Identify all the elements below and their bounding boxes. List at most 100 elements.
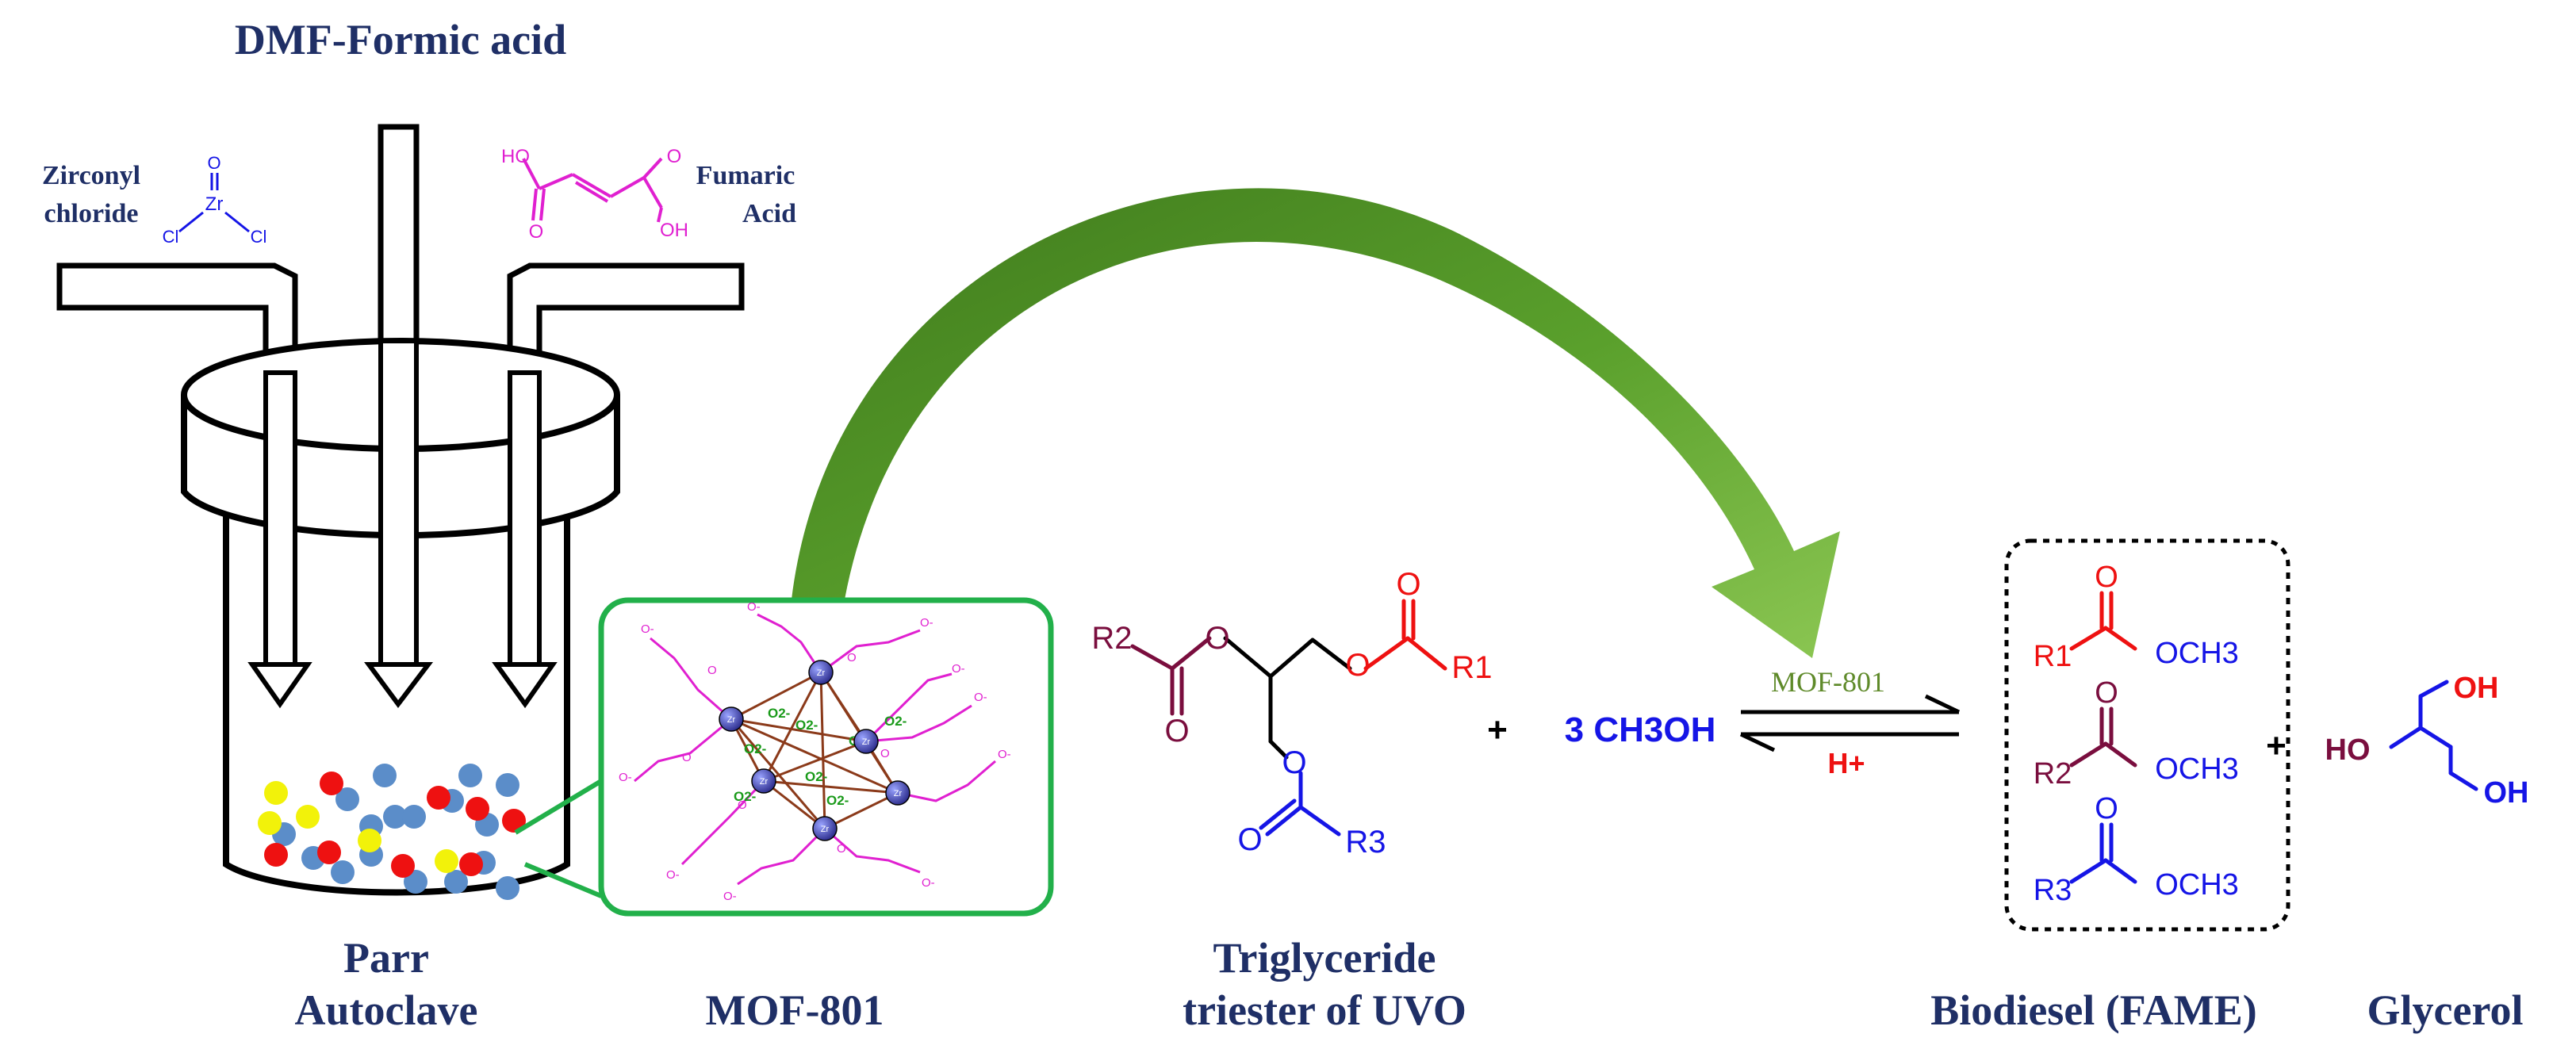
fumaric-acid-structure (522, 157, 663, 223)
dmf-formic-acid-title: DMF-Formic acid (235, 16, 566, 63)
zirconyl-chloride-group: Zirconyl chloride O Zr Cl Cl (42, 153, 266, 247)
fame1-och3: OCH3 (2155, 637, 2239, 670)
zoom-line-top (514, 779, 603, 835)
zr-atom (808, 660, 834, 685)
carboxylate-o: O- (922, 876, 935, 890)
particle-blue (496, 773, 519, 797)
biodiesel-label: Biodiesel (FAME) (1930, 986, 2256, 1034)
methanol-label: 3 CH3OH (1565, 710, 1716, 749)
inner-right-pipe (508, 370, 542, 668)
particle-blue (383, 805, 407, 829)
fame3-o: O (2095, 792, 2118, 825)
zirconyl-cl-right: Cl (251, 227, 267, 247)
carboxylate-o: O- (641, 622, 654, 636)
down-arrow-center (364, 662, 434, 709)
particle-yellow (264, 781, 288, 805)
catalyst-label: MOF-801 (1771, 666, 1885, 698)
autoclave-label-line2: Autoclave (295, 986, 478, 1034)
particle-blue (458, 764, 482, 787)
particle-blue (444, 870, 468, 894)
fame2-o: O (2095, 676, 2118, 710)
triglyceride-r1: R1 (1451, 650, 1492, 685)
triglyceride-r3: R3 (1345, 825, 1386, 860)
fame3-r3: R3 (2034, 874, 2072, 907)
particle-red (466, 797, 489, 821)
carboxylate-o: O- (723, 890, 737, 903)
plus-sign-glycerol: + (2266, 726, 2287, 765)
fumaric-label-line2: Acid (742, 199, 796, 228)
carboxylate-o: O- (974, 691, 987, 704)
zoom-line-bottom (523, 862, 603, 898)
carboxylate-o: O (837, 842, 846, 856)
oxo-label: O2- (744, 741, 766, 756)
particle-blue (496, 876, 519, 900)
carboxylate-o: O- (952, 662, 965, 676)
zr-atom (751, 768, 776, 794)
mof-801-label: MOF-801 (706, 986, 884, 1034)
fame3-och3: OCH3 (2155, 868, 2239, 902)
triglyceride-label-line1: Triglyceride (1213, 934, 1436, 982)
fame2-r2: R2 (2034, 757, 2072, 791)
carboxylate-o: O- (998, 748, 1011, 761)
zirconyl-cl-left: Cl (163, 227, 179, 247)
oxo-label: O2- (884, 714, 907, 729)
triglyceride-o-carbonyl-bottom: O (1237, 822, 1262, 857)
inner-left-pipe (263, 370, 297, 668)
oxo-label: O2- (734, 789, 756, 804)
down-arrow-right (492, 662, 558, 709)
triglyceride-r2: R2 (1091, 621, 1132, 656)
zr-atom (885, 780, 910, 806)
particle-blue (402, 805, 426, 829)
fumaric-oh: OH (660, 220, 688, 241)
glycerol-ho: HO (2325, 733, 2371, 767)
particle-red (264, 843, 288, 867)
carboxylate-o: O (847, 651, 857, 664)
particle-red (317, 840, 341, 864)
triglyceride-o-carbonyl-right: O (1396, 567, 1420, 602)
down-arrow-left (247, 662, 312, 709)
particle-red (391, 854, 415, 878)
zirconyl-structure (178, 173, 250, 233)
particle-red (320, 772, 343, 795)
fame1-r1: R1 (2034, 640, 2072, 673)
particle-yellow (296, 805, 320, 829)
glycerol-oh-top: OH (2454, 672, 2499, 705)
fumaric-label-line1: Fumaric (696, 161, 795, 190)
mof-cluster: O- O- O- O- O- O- O- O- O- O- O O O O O … (619, 600, 1011, 903)
zr-atom-label: Zr (727, 715, 736, 725)
fame2-och3: OCH3 (2155, 752, 2239, 786)
particle-yellow (258, 811, 282, 835)
triglyceride-o-carbonyl-left: O (1164, 714, 1189, 749)
zirconyl-o: O (207, 153, 220, 173)
carboxylate-o: O (880, 747, 890, 760)
carboxylate-o: O (738, 798, 747, 812)
oxo-label: O2- (826, 793, 849, 808)
fumaric-ho: HO (501, 146, 530, 167)
zr-atom-label: Zr (862, 737, 871, 747)
fumaric-o-right: O (667, 146, 682, 167)
particle-red (502, 809, 526, 833)
zr-atom-label: Zr (894, 789, 903, 798)
zr-atom-label: Zr (817, 668, 826, 678)
oxo-label: O2- (768, 706, 790, 721)
glycerol-label: Glycerol (2367, 986, 2524, 1034)
curved-green-arrow (792, 188, 1840, 658)
fame1-o: O (2095, 561, 2118, 594)
zirconyl-label-line1: Zirconyl (42, 161, 140, 190)
particle-yellow (358, 829, 381, 852)
triglyceride-label-line2: triester of UVO (1183, 986, 1466, 1034)
particle-yellow (435, 849, 458, 873)
carboxylate-o: O (682, 751, 692, 764)
carboxylate-o: O- (920, 616, 933, 630)
glycerol-structure (2389, 680, 2478, 791)
triglyceride-o-ester-bottom: O (1282, 745, 1306, 780)
oxo-label: O2- (805, 769, 827, 784)
equilibrium-arrows (1739, 694, 1961, 752)
carboxylate-o: O- (619, 771, 632, 784)
zirconyl-label-line2: chloride (44, 199, 139, 228)
glycerol-oh-bottom: OH (2484, 776, 2529, 810)
particle-red (459, 852, 483, 876)
plus-sign-methanol: + (1487, 710, 1508, 749)
carboxylate-o: O- (747, 600, 761, 614)
